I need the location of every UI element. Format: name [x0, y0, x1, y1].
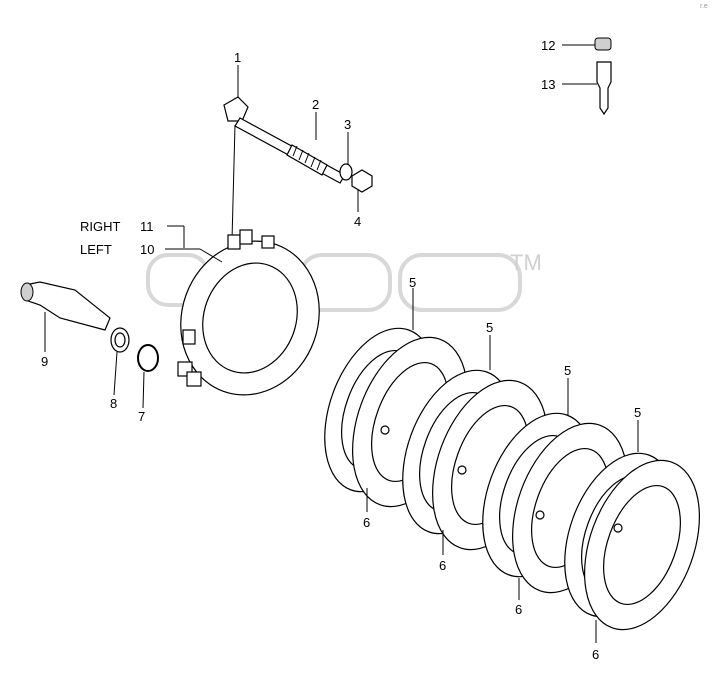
- label-3: 3: [344, 117, 351, 132]
- label-13: 13: [541, 77, 555, 92]
- leader-lines: [366, 288, 639, 643]
- part-4-nut: [351, 169, 373, 212]
- label-12: 12: [541, 38, 555, 53]
- part-3-washer: [339, 132, 353, 181]
- label-1: 1: [234, 50, 241, 65]
- label-5b: 5: [486, 320, 493, 335]
- part-10-11-ring: [165, 225, 320, 396]
- part-9-shaft: [20, 281, 111, 352]
- watermark-tm: TM: [510, 250, 542, 275]
- label-10: 10: [140, 242, 154, 257]
- label-6c: 6: [515, 602, 522, 617]
- label-5c: 5: [564, 363, 571, 378]
- part-2-spring: [286, 112, 328, 176]
- label-5a: 5: [409, 275, 416, 290]
- label-8: 8: [110, 396, 117, 411]
- label-6a: 6: [363, 515, 370, 530]
- label-7: 7: [138, 409, 145, 424]
- clutch-disc-stack: [324, 327, 700, 631]
- label-5d: 5: [634, 405, 641, 420]
- label-4: 4: [354, 214, 361, 229]
- label-6d: 6: [592, 647, 599, 662]
- corner-mark: r.e: [700, 3, 708, 10]
- part-13-pin: [562, 61, 612, 116]
- label-6b: 6: [439, 558, 446, 573]
- label-11: 11: [140, 219, 154, 234]
- label-right: RIGHT: [80, 219, 121, 234]
- part-labels: 1 2 3 4 5 5 5 5 6 6 6 6 7 8 9 10 11 12 1…: [41, 38, 641, 662]
- part-7-oring: [137, 344, 159, 409]
- part-8-washer: [110, 327, 130, 396]
- disc-6d: [584, 459, 700, 631]
- label-left: LEFT: [80, 242, 112, 257]
- label-9: 9: [41, 354, 48, 369]
- part-1-bolt: [223, 65, 346, 241]
- part-12-cap: [562, 37, 612, 51]
- label-2: 2: [312, 97, 319, 112]
